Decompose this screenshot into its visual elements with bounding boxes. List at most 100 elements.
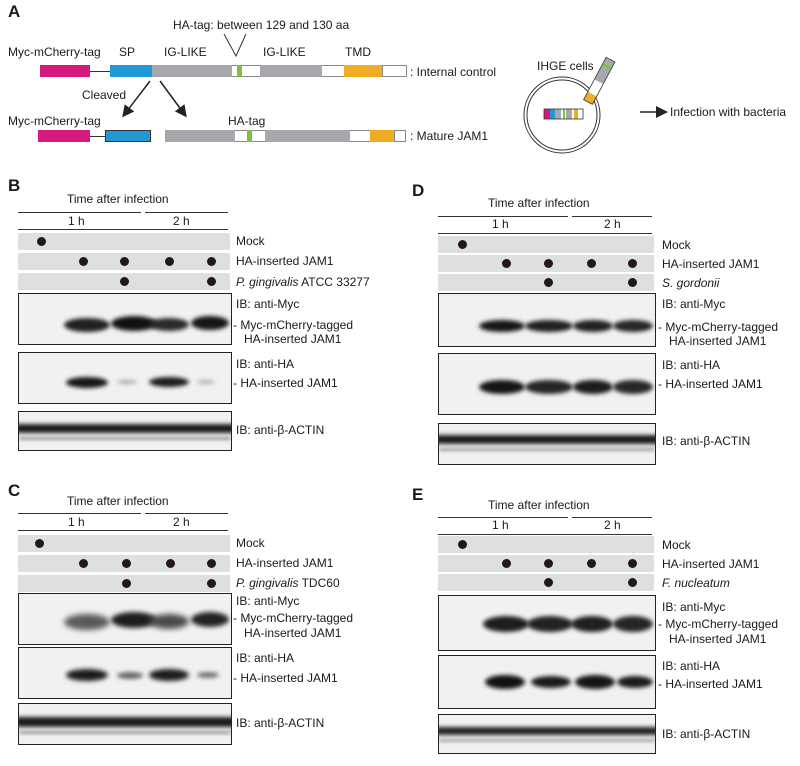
panel-d-ha-blot [438,353,656,415]
panel-c-letter: C [8,481,21,500]
internal-control-label: : Internal control [410,65,497,79]
segment-ig1 [152,65,232,77]
dot [207,277,216,286]
dot [207,559,216,568]
panel-b-time-label: Time after infection [67,192,169,206]
panel-c-ib-myc: IB: anti-Myc [236,594,300,608]
panel-e-ha-label: HA-inserted JAM1 [662,557,760,571]
dot [544,559,553,568]
panel-e-time-label: Time after infection [488,498,590,512]
panel-c-ib-ha: IB: anti-HA [236,651,295,665]
label-sp: SP [119,45,136,59]
segment-tmd [344,65,382,77]
dot [166,559,175,568]
panel-d-mock-row [438,236,654,253]
dot [458,240,467,249]
panel-e-ib-ha: IB: anti-HA [662,659,721,673]
dot [628,578,637,587]
dot [79,257,88,266]
panel-e-myc-band-1: - Myc-mCherry-tagged [658,617,779,631]
dot [79,559,88,568]
segment-ig2 [260,65,322,77]
dot [122,579,131,588]
mature-jam1-label: : Mature JAM1 [410,129,489,143]
cell-diagram [523,56,668,154]
dot [587,559,596,568]
panel-e-2h: 2 h [604,518,621,532]
dot [628,259,637,268]
panel-b-ib-myc: IB: anti-Myc [236,297,300,311]
panel-c-1h: 1 h [68,515,85,529]
label-myc-tag: Myc-mCherry-tag [8,45,101,59]
segment-myc [40,65,90,77]
panel-c-ha-label: HA-inserted JAM1 [236,556,334,570]
panel-e-ha-blot [438,655,656,709]
segment-sp [110,65,152,77]
panel-b-letter: B [8,176,21,195]
dot [207,579,216,588]
panel-b-mock-row [18,233,230,250]
panel-c-2h: 2 h [173,515,190,529]
panel-e-ib-actin: IB: anti-β-ACTIN [662,727,751,741]
panel-c-ha-band: - HA-inserted JAM1 [233,671,338,685]
cleaved-label: Cleaved [82,88,127,102]
dot [458,540,467,549]
dot [122,559,131,568]
panel-b-myc-band-2: HA-inserted JAM1 [244,332,342,346]
panel-e-ib-myc: IB: anti-Myc [662,600,726,614]
panel-d-ib-actin: IB: anti-β-ACTIN [662,434,751,448]
dot [544,278,553,287]
panel-c-time-label: Time after infection [67,494,169,508]
panel-d-myc-band-1: - Myc-mCherry-tagged [658,320,779,334]
panel-b-ib-ha: IB: anti-HA [236,357,295,371]
dot [587,259,596,268]
dot [544,578,553,587]
panel-c-myc-band-1: - Myc-mCherry-tagged [233,611,354,625]
panel-b-2h: 2 h [173,214,190,228]
panel-d-myc-blot [438,293,656,347]
panel-e-myc-band-2: HA-inserted JAM1 [669,632,767,646]
panel-d-ha-band: - HA-inserted JAM1 [658,377,763,391]
ihge-cells-label: IHGE cells [537,59,594,73]
dot [120,277,129,286]
panel-b-ha-blot [18,352,232,404]
panel-d-letter: D [412,181,425,200]
panel-c-mock-label: Mock [236,536,265,550]
dot [502,559,511,568]
panel-a-letter: A [8,2,21,21]
panel-e-bacteria-label: F. nucleatum [662,576,730,590]
panel-d-ib-myc: IB: anti-Myc [662,297,726,311]
segment-ha [237,65,242,77]
dot [628,278,637,287]
panel-e-mock-label: Mock [662,538,691,552]
panel-e-letter: E [412,485,424,504]
panel-d-1h: 1 h [492,217,509,231]
label-tmd: TMD [345,45,371,59]
panel-e-actin-blot [438,714,656,754]
panel-e-1h: 1 h [492,518,509,532]
panel-b-mock-label: Mock [236,234,265,248]
panel-d-mock-label: Mock [662,238,691,252]
dot [544,259,553,268]
panel-b-ha-band: - HA-inserted JAM1 [233,376,338,390]
panel-e-ha-band: - HA-inserted JAM1 [658,677,763,691]
panel-d-ha-label: HA-inserted JAM1 [662,257,760,271]
panel-b-ha-label: HA-inserted JAM1 [236,254,334,268]
label-ig-like-2: IG-LIKE [263,45,306,59]
panel-c-ib-actin: IB: anti-β-ACTIN [236,716,325,730]
ha-tag-note: HA-tag: between 129 and 130 aa [173,18,350,32]
panel-d-ib-ha: IB: anti-HA [662,358,721,372]
dot [37,237,46,246]
panel-d-myc-band-2: HA-inserted JAM1 [669,334,767,348]
panel-e-mock-row [438,536,654,553]
dot [35,539,44,548]
panel-b-myc-blot [18,293,232,345]
panel-d-actin-blot [438,423,656,465]
cleave-arrows [122,80,187,118]
panel-b-actin-blot [18,411,232,451]
panel-c-myc-band-2: HA-inserted JAM1 [244,626,342,640]
dot [207,257,216,266]
panel-c-actin-blot [18,703,232,745]
panel-c-ha-blot [18,647,232,699]
panel-b-bacteria-label: P. gingivalis ATCC 33277 [236,275,370,289]
